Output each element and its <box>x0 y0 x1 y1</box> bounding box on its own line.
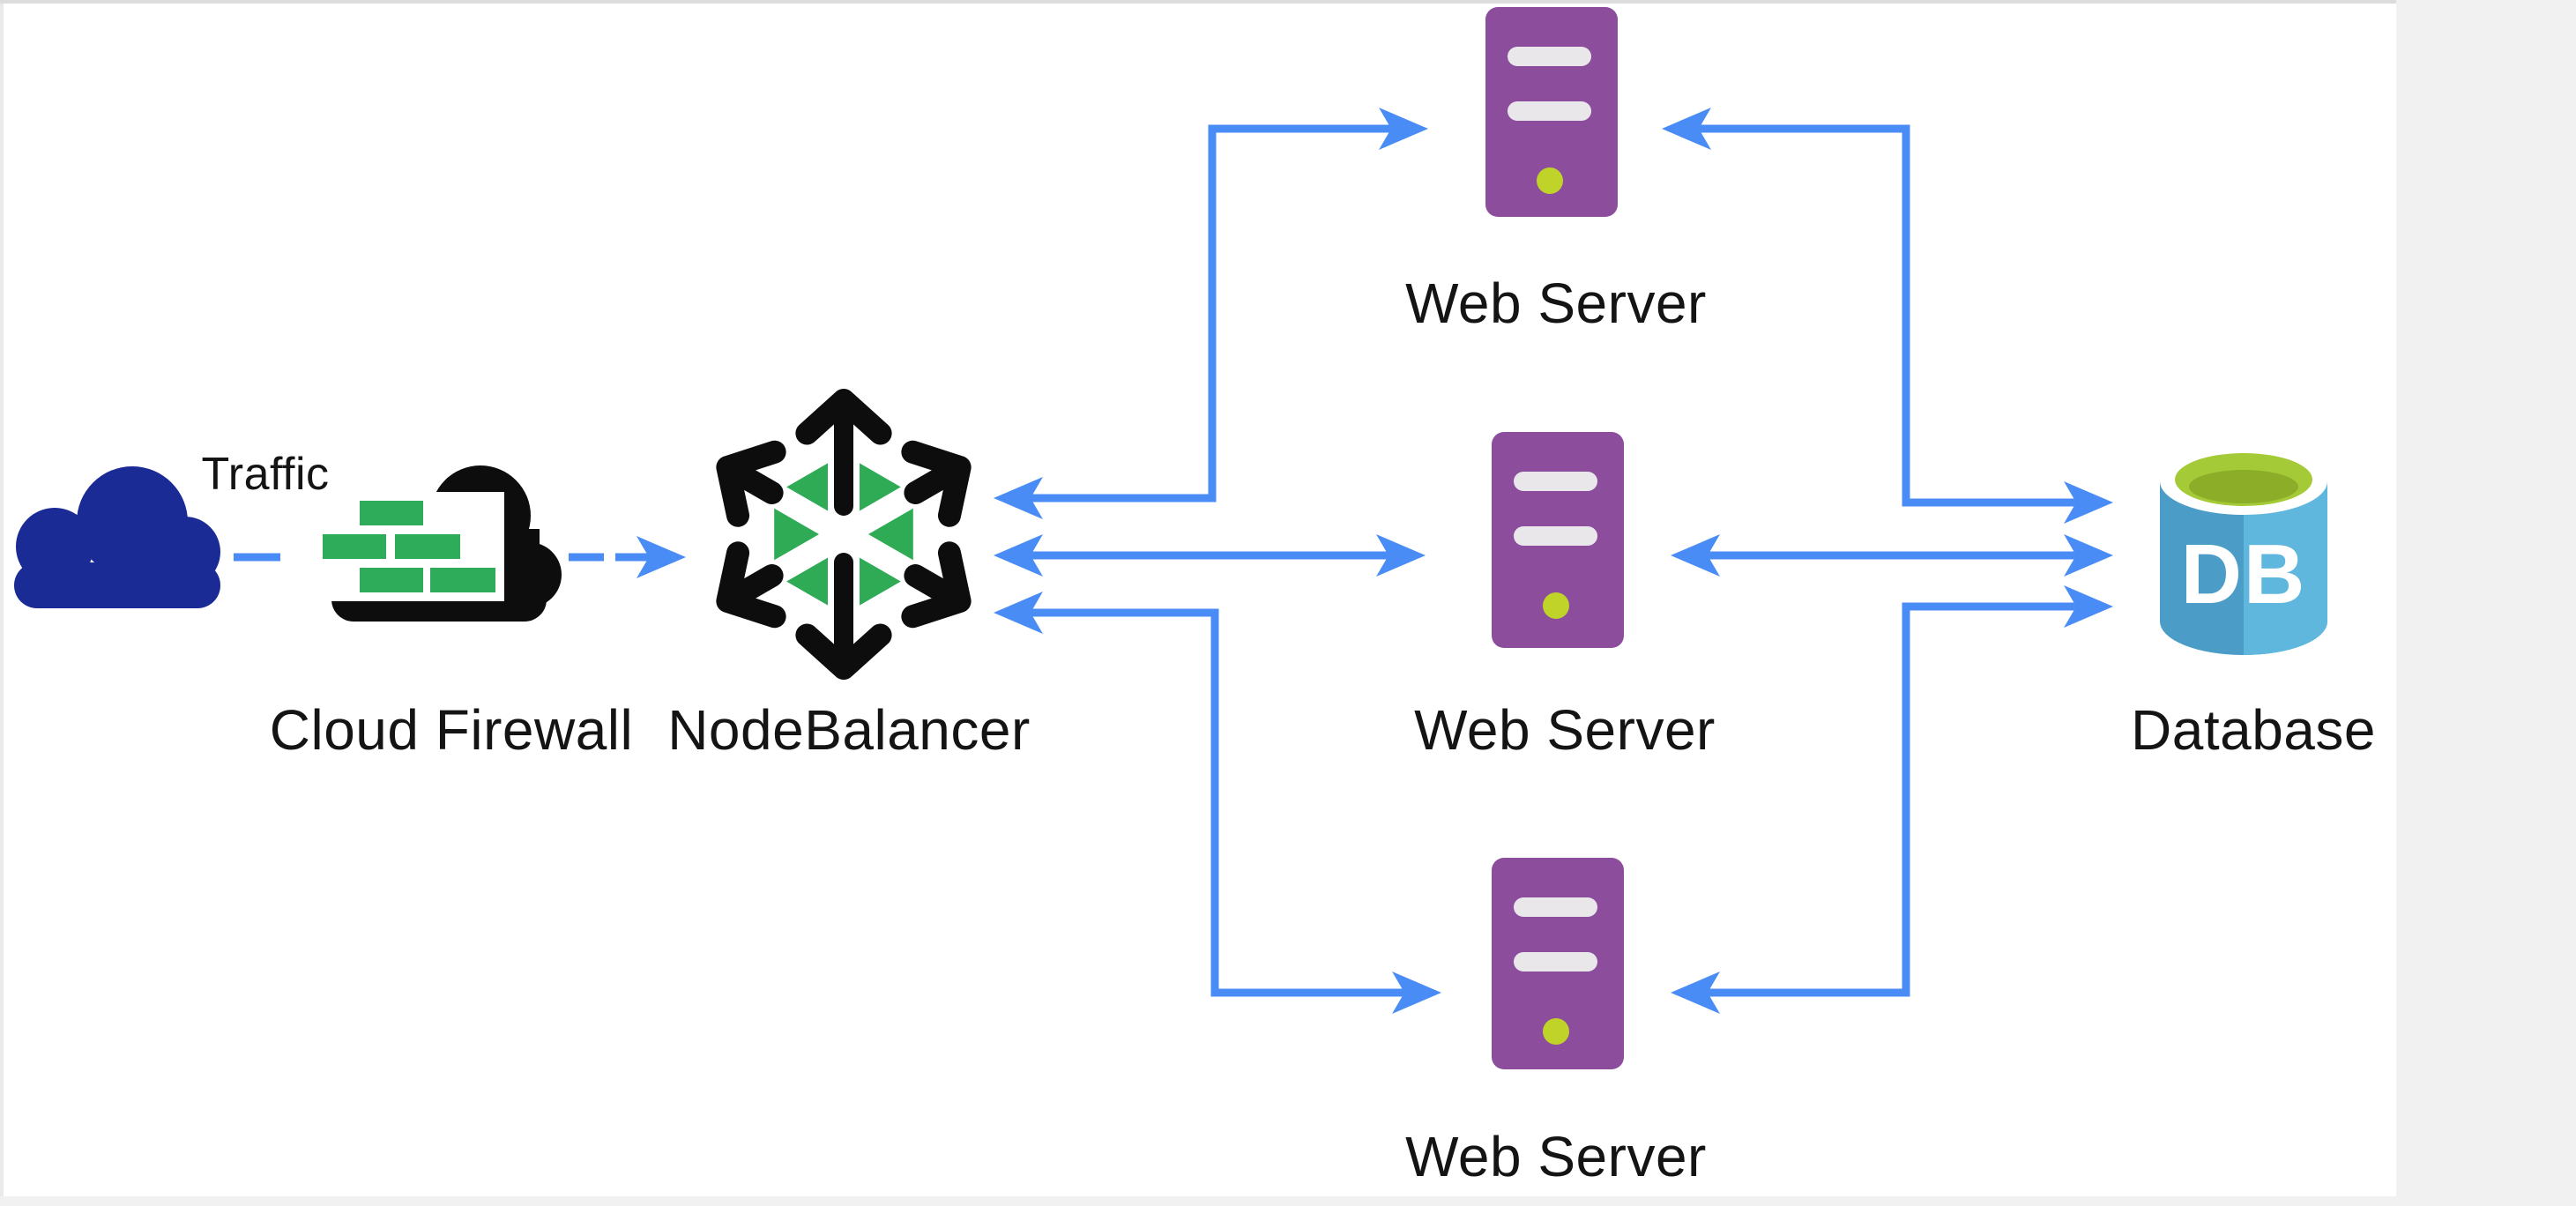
nodebalancer-webserver-bottom-line <box>1031 608 1404 997</box>
web-server-icon-middle <box>1492 432 1624 648</box>
arrowhead-into-nodebalancer-left <box>637 536 686 578</box>
database-label: Database <box>2131 698 2376 762</box>
arrowhead-into-nodebalancer-bottom <box>994 592 1043 634</box>
cloud-firewall-label: Cloud Firewall <box>269 698 634 762</box>
arrowhead-into-database-bottom <box>2064 585 2113 628</box>
nb-arrow-down-right <box>901 541 972 629</box>
web-server-middle-label: Web Server <box>1414 698 1716 762</box>
nodebalancer-out-arrows <box>716 389 972 680</box>
cloud-firewall-icon <box>312 465 562 622</box>
arrowhead-into-database-top <box>2064 481 2113 524</box>
left-border <box>0 0 4 1206</box>
firewall-bricks <box>323 501 495 592</box>
arrowhead-into-nodebalancer-top <box>994 477 1043 519</box>
web-server-icon-bottom <box>1492 858 1624 1069</box>
arrowhead-into-nodebalancer-middle <box>994 534 1043 577</box>
server-led <box>1543 592 1569 619</box>
server-led <box>1537 168 1563 194</box>
web-server-bottom-label: Web Server <box>1405 1125 1707 1188</box>
webserver-top-database-line <box>1699 124 2076 507</box>
bottom-gutter <box>0 1196 2576 1206</box>
arrowhead-into-webserver-bottom-left <box>1392 972 1441 1014</box>
traffic-cloud-icon <box>14 466 220 608</box>
web-server-top-label: Web Server <box>1405 272 1707 335</box>
connector-arrowheads <box>637 108 2113 1014</box>
nb-arrow-down-left <box>716 541 786 629</box>
arrowhead-into-webserver-bottom-right <box>1671 972 1720 1014</box>
arrowhead-into-webserver-top-left <box>1379 108 1428 150</box>
arrowhead-into-webserver-middle-right <box>1671 534 1720 577</box>
nb-arrow-up-right <box>901 440 972 527</box>
webserver-bottom-database-line <box>1708 602 2076 997</box>
nb-arrow-up <box>795 389 892 516</box>
connector-lines <box>234 124 2076 997</box>
traffic-label: Traffic <box>201 449 330 500</box>
arrowhead-into-webserver-top-right <box>1662 108 1711 150</box>
web-server-icon-top <box>1485 7 1618 217</box>
nb-arrow-up-left <box>716 440 786 527</box>
nodebalancer-webserver-top-line <box>1031 124 1391 502</box>
arrowhead-into-webserver-middle-left <box>1376 534 1426 577</box>
top-border <box>0 0 2576 4</box>
arrowhead-into-database-middle <box>2064 534 2113 577</box>
db-badge-text: DB <box>2181 527 2307 622</box>
nb-arrow-down <box>795 553 892 680</box>
database-icon: DB <box>2160 448 2327 655</box>
nodebalancer-icon <box>716 389 972 680</box>
nodebalancer-label: NodeBalancer <box>667 698 1031 762</box>
right-gutter <box>2396 0 2576 1206</box>
server-led <box>1543 1018 1569 1045</box>
